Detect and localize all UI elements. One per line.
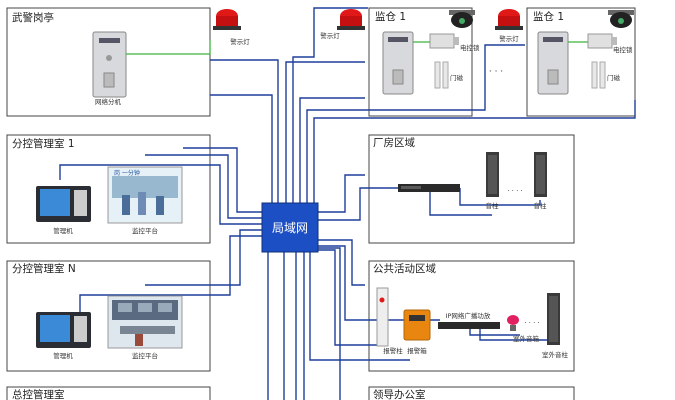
- warehouse-a-door-sensor-icon: [434, 61, 449, 89]
- plant-amplifier: [398, 184, 460, 192]
- lan-hub: [261, 202, 319, 253]
- guard-warning-lamp-icon: [213, 9, 241, 30]
- warehouse-a-lock-label: 电控锁: [460, 43, 480, 52]
- plant-speaker-left-icon: [486, 152, 499, 197]
- alarm-box-icon: [403, 309, 431, 341]
- plant-ellipsis: · · · ·: [507, 187, 523, 195]
- public-area-title: 公共活动区域: [373, 262, 436, 275]
- warehouse-b-lock-label: 电控锁: [613, 45, 633, 54]
- monitor-photo-banner: 岗 一分钟: [114, 169, 140, 177]
- warehouse-a-lock-icon: [429, 33, 459, 49]
- guard-post-title: 武警岗亭: [12, 11, 54, 24]
- manager-terminal-n: [36, 312, 91, 348]
- leader-office-box: [368, 386, 575, 400]
- warehouse-a-intercom: [382, 31, 414, 95]
- warehouse-b-title: 监仓 1: [533, 10, 564, 23]
- manager-terminal-1-label: 管理机: [53, 226, 73, 235]
- lan-hub-label: 局域网: [272, 221, 308, 235]
- warehouse-b-camera-icon: [608, 10, 634, 28]
- warehouse-a-title: 监仓 1: [375, 10, 406, 23]
- outdoor-column-speaker-icon: [547, 293, 560, 345]
- warehouse-b-lamp-icon: [495, 9, 523, 30]
- monitor-platform-photo-n: [107, 295, 183, 349]
- manager-terminal-1: [36, 186, 91, 222]
- plant-speaker-right-icon: [534, 152, 547, 197]
- warehouse-a-lamp-icon: [337, 9, 365, 30]
- outdoor-speaker-label: 室外音箱: [513, 334, 540, 343]
- guard-lamp-label: 警示灯: [230, 37, 250, 46]
- warehouse-b-intercom: [537, 31, 569, 95]
- monitor-platform-1-label: 监控平台: [132, 226, 158, 235]
- warehouse-a-camera-icon: [449, 10, 475, 28]
- public-area-box: [368, 260, 575, 372]
- monitor-platform-n-label: 监控平台: [132, 351, 158, 360]
- master-control-title: 总控管理室: [12, 388, 65, 400]
- alarm-pillar-icon: [376, 287, 389, 347]
- warehouse-b-door-sensor-icon: [591, 61, 606, 89]
- alarm-pillar-label: 报警柱: [383, 346, 403, 355]
- alarm-box-label: 报警箱: [407, 346, 427, 355]
- network-intercom-label: 网络分机: [95, 97, 122, 106]
- plant-speaker-right-label: 音柱: [534, 201, 548, 210]
- outdoor-column-label: 室外音柱: [542, 350, 569, 359]
- network-intercom-device: [92, 31, 127, 98]
- warehouse-a-door-label: 门磁: [450, 73, 464, 82]
- leader-office-title: 领导办公室: [373, 388, 426, 400]
- manager-terminal-n-label: 管理机: [53, 351, 73, 360]
- plant-area-title: 厂房区域: [373, 136, 415, 149]
- monitor-platform-photo-1: [107, 166, 183, 224]
- warehouse-b-lamp-label: 警示灯: [499, 34, 519, 43]
- ip-broadcast-amplifier: [438, 322, 500, 329]
- network-lines: [59, 7, 636, 400]
- warehouse-b-lock-icon: [587, 33, 617, 49]
- guard-signal-line: [126, 40, 211, 55]
- control-room-1-title: 分控管理室 1: [12, 137, 75, 150]
- warehouse-a-lamp-label: 警示灯: [320, 31, 340, 40]
- plant-speaker-left-label: 音柱: [486, 201, 500, 210]
- ip-amplifier-label: IP网络广播功放: [446, 311, 491, 320]
- outdoor-speaker-icon: [507, 315, 519, 331]
- warehouse-ellipsis: · · ·: [489, 67, 503, 77]
- master-control-box: [6, 386, 211, 400]
- warehouse-b-door-label: 门磁: [607, 73, 621, 82]
- public-ellipsis: · · · ·: [524, 319, 540, 327]
- control-room-n-title: 分控管理室 N: [12, 262, 76, 275]
